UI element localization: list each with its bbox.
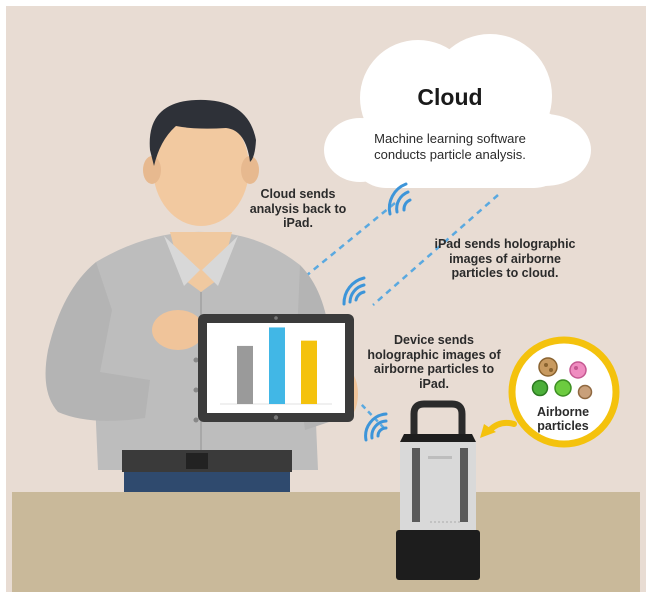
tablet-bar-chart — [237, 327, 317, 404]
cloud-shape — [324, 34, 591, 188]
dashed-line-ipad-to-cloud — [372, 194, 499, 306]
cloud-description: Machine learning software conducts parti… — [374, 131, 526, 162]
yellow-arrow-head — [480, 424, 496, 438]
particle-sensor-device — [396, 400, 480, 580]
dashed-line-device-to-ipad — [359, 402, 385, 429]
label-airborne-particles: Airborne particles — [536, 405, 590, 433]
wireless-icon-ipad — [342, 276, 366, 306]
cloud-title: Cloud — [417, 84, 483, 110]
tablet-bar-2 — [269, 327, 285, 404]
label-cloud-sends: Cloud sends analysis back to iPad. — [249, 187, 347, 230]
label-device-sends: Device sends holographic images of airbo… — [367, 333, 501, 391]
tablet-bar-3 — [301, 340, 317, 404]
yellow-arrow-icon — [487, 419, 517, 433]
airborne-particles-callout — [508, 336, 620, 448]
wireless-icon-device — [364, 412, 388, 442]
label-ipad-sends: iPad sends holographic images of airborn… — [434, 237, 576, 280]
tablet-bar-1 — [237, 345, 253, 404]
table-top — [12, 492, 640, 592]
wireless-icon-cloud — [387, 182, 412, 216]
